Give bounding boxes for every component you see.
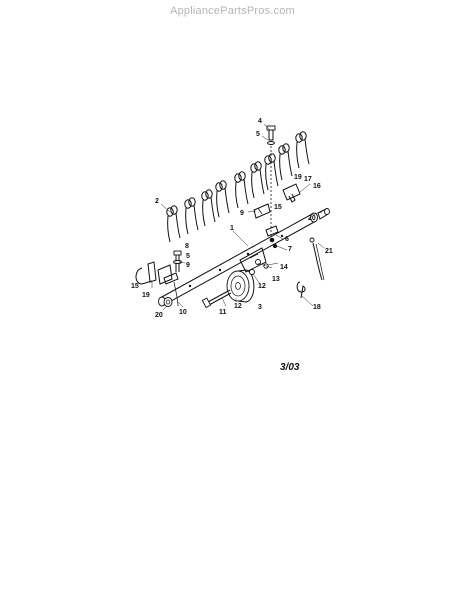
rake-tine xyxy=(278,143,293,181)
spring-hook xyxy=(296,281,306,299)
rake-tine xyxy=(234,171,249,209)
callout-13: 13 xyxy=(272,276,280,283)
rake-tine xyxy=(250,161,265,199)
callout-15-left: 15 xyxy=(131,283,139,290)
callout-9-center: 9 xyxy=(240,210,244,217)
callout-20-left: 20 xyxy=(155,312,163,319)
date-code: 3/03 xyxy=(280,362,300,373)
callout-8: 8 xyxy=(185,243,189,250)
end-cap-right xyxy=(317,208,330,220)
callout-15-right: 15 xyxy=(274,204,282,211)
callout-2: 2 xyxy=(155,198,159,205)
rake-tine xyxy=(215,180,230,218)
clamp-bracket-right xyxy=(282,183,301,203)
axle-tube xyxy=(158,212,318,307)
top-bolt xyxy=(266,125,276,145)
callout-9-left: 9 xyxy=(186,262,190,269)
callout-16: 16 xyxy=(313,183,321,190)
callout-17: 17 xyxy=(304,176,312,183)
wheel-bracket xyxy=(239,247,269,275)
callout-11: 11 xyxy=(219,309,227,316)
tension-rod xyxy=(309,237,325,281)
callout-21: 21 xyxy=(325,248,333,255)
watermark: AppliancePartsPros.com xyxy=(170,5,295,17)
clamp-bracket-center xyxy=(253,203,271,219)
rake-tine xyxy=(201,189,216,227)
callout-10: 10 xyxy=(179,309,187,316)
callout-12-upper: 12 xyxy=(258,283,266,290)
callout-12-lower: 12 xyxy=(234,303,242,310)
callout-5-left: 5 xyxy=(186,253,190,260)
rake-tine xyxy=(184,197,199,235)
rake-tine xyxy=(166,205,181,243)
callout-14: 14 xyxy=(280,264,288,271)
callout-18: 18 xyxy=(313,304,321,311)
wheel xyxy=(226,269,255,303)
center-post xyxy=(265,146,279,249)
rake-tine xyxy=(295,131,310,169)
callout-7: 7 xyxy=(288,246,292,253)
callout-1: 1 xyxy=(230,225,234,232)
leader-lines xyxy=(151,123,325,311)
callout-3: 3 xyxy=(258,304,262,311)
rake-tine xyxy=(264,153,279,191)
callout-6: 6 xyxy=(285,236,289,243)
rake-tines xyxy=(166,131,310,243)
callout-4: 4 xyxy=(258,118,262,125)
callout-labels: 1 2 3 4 5 5 6 7 8 9 9 10 11 12 12 13 14 … xyxy=(131,118,333,319)
callout-20-right: 20 xyxy=(308,215,316,222)
left-post xyxy=(163,250,182,307)
callout-19-left: 19 xyxy=(142,292,150,299)
clamp-bracket-left xyxy=(135,261,173,285)
axle-bolt xyxy=(201,289,232,309)
callout-5-top: 5 xyxy=(256,131,260,138)
end-cap-left xyxy=(163,297,173,307)
callout-19-right: 19 xyxy=(294,174,302,181)
